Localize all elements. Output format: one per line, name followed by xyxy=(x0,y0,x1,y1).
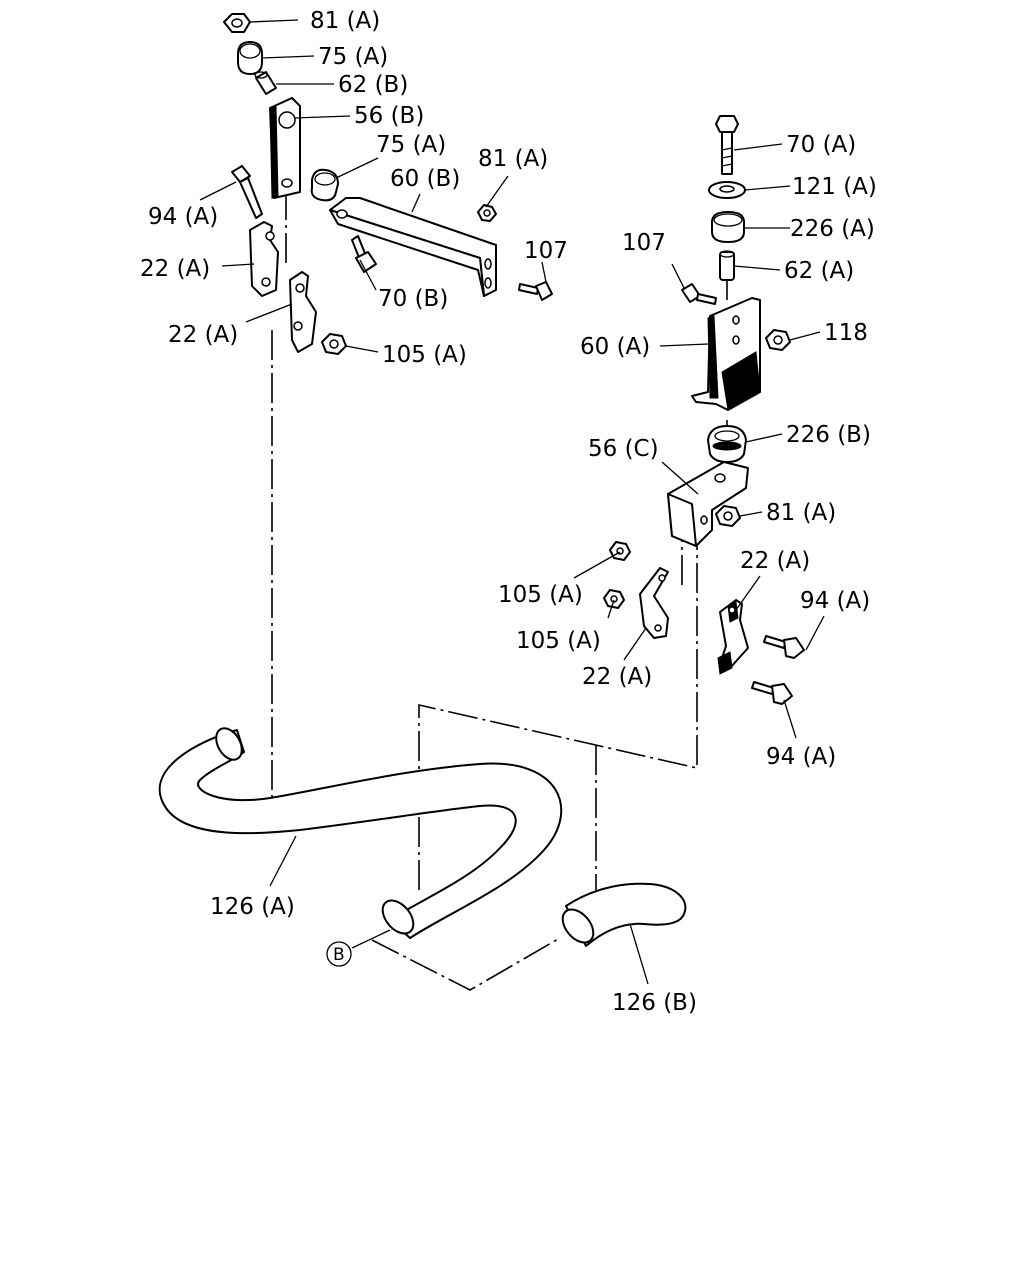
label-226a: 226 (A) xyxy=(790,216,875,242)
flange-nut-81a-right xyxy=(715,505,741,527)
rubber-mount-226b xyxy=(707,425,747,463)
clamp-22a-left-2 xyxy=(289,271,317,353)
exhaust-pipe-126b xyxy=(561,882,687,947)
label-62b: 62 (B) xyxy=(338,72,408,98)
label-22a-left-1: 22 (A) xyxy=(140,256,210,282)
label-22a-right-2: 22 (A) xyxy=(582,664,652,690)
flange-nut-105a-right-1 xyxy=(609,541,631,561)
label-81a-mid: 81 (A) xyxy=(478,146,548,172)
label-105a-right-1: 105 (A) xyxy=(498,582,583,608)
hanger-bracket-56c xyxy=(667,461,749,547)
bolt-107-left xyxy=(518,281,553,301)
label-56c: 56 (C) xyxy=(588,436,659,462)
label-121a: 121 (A) xyxy=(792,174,877,200)
label-107-right: 107 xyxy=(622,230,666,256)
leader-lines xyxy=(199,19,825,985)
bolt-107-right xyxy=(681,283,717,305)
bolt-94a-right-1 xyxy=(763,635,805,659)
callout-labels: 81 (A) 75 (A) 62 (B) 56 (B) 75 (A) 81 (A… xyxy=(140,8,877,1016)
bolt-70a xyxy=(715,115,739,175)
clamp-22a-right-1 xyxy=(639,567,669,639)
label-22a-right-1: 22 (A) xyxy=(740,548,810,574)
label-75a-top: 75 (A) xyxy=(318,44,388,70)
bracket-60a xyxy=(691,297,761,411)
flange-nut-118 xyxy=(765,329,791,351)
flange-nut-105a-right-2 xyxy=(603,589,625,609)
bolt-94a-left xyxy=(231,165,263,219)
bracket-60b xyxy=(329,197,497,297)
bolt-94a-right-2 xyxy=(751,681,793,705)
label-70a: 70 (A) xyxy=(786,132,856,158)
label-60a: 60 (A) xyxy=(580,334,650,360)
collar-62a xyxy=(719,250,735,281)
label-107-left: 107 xyxy=(524,238,568,264)
reference-marker-b-text: B xyxy=(333,945,345,965)
rubber-mount-226a xyxy=(711,211,745,243)
label-81a-right: 81 (A) xyxy=(766,500,836,526)
flange-nut-81a-mid xyxy=(477,204,497,222)
bolt-70b xyxy=(351,235,377,273)
label-126a: 126 (A) xyxy=(210,894,295,920)
exhaust-pipe-126a xyxy=(158,727,563,939)
label-126b: 126 (B) xyxy=(612,990,697,1016)
hanger-bracket-56b xyxy=(269,97,301,199)
label-75a-mid: 75 (A) xyxy=(376,132,446,158)
label-22a-left-2: 22 (A) xyxy=(168,322,238,348)
label-94a-left: 94 (A) xyxy=(148,204,218,230)
label-226b: 226 (B) xyxy=(786,422,871,448)
flange-nut-105a-left xyxy=(321,333,347,355)
label-60b: 60 (B) xyxy=(390,166,460,192)
washer-121a xyxy=(708,181,746,199)
label-81a-top: 81 (A) xyxy=(310,8,380,34)
clamp-22a-right-2 xyxy=(717,599,749,675)
flange-nut-81a-top xyxy=(223,13,251,33)
reference-marker-b: B xyxy=(326,941,352,967)
rubber-bushing-75a-top xyxy=(237,41,263,75)
clamp-22a-left-1 xyxy=(249,221,279,297)
label-105a-right-2: 105 (A) xyxy=(516,628,601,654)
label-94a-right-2: 94 (A) xyxy=(766,744,836,770)
label-62a: 62 (A) xyxy=(784,258,854,284)
label-94a-right-1: 94 (A) xyxy=(800,588,870,614)
label-105a-left: 105 (A) xyxy=(382,342,467,368)
label-118: 118 xyxy=(824,320,868,346)
collar-62b xyxy=(254,71,277,95)
label-56b: 56 (B) xyxy=(354,103,424,129)
label-70b: 70 (B) xyxy=(378,286,448,312)
rubber-bushing-75a-mid xyxy=(310,168,339,202)
